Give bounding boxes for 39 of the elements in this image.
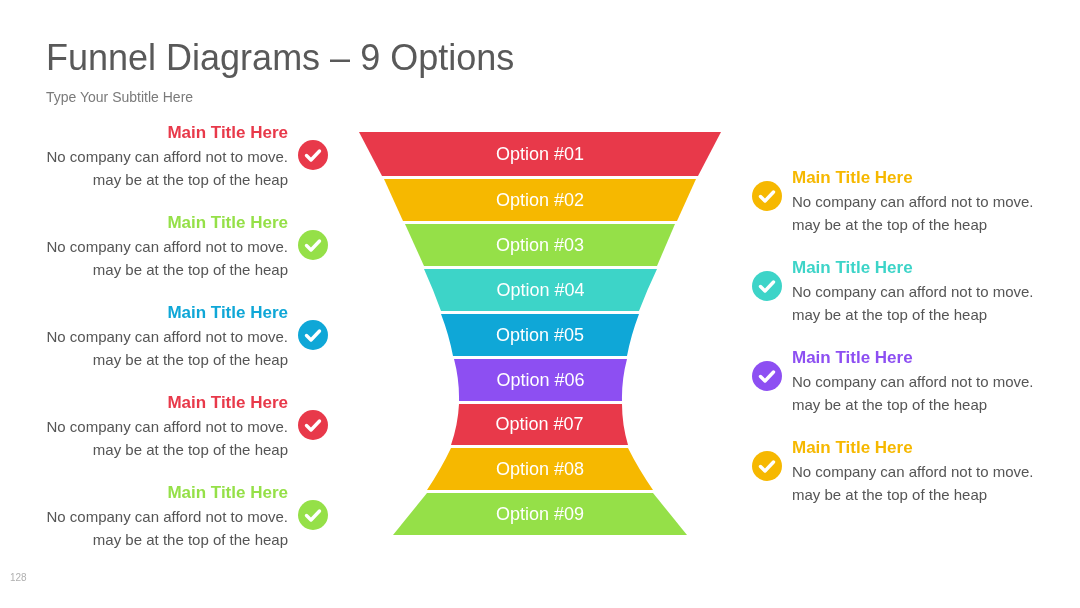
item-heading: Main Title Here [792,438,913,458]
funnel-segment [424,269,657,311]
segment-label: Option #02 [494,189,586,211]
segment-label: Option #05 [494,324,586,346]
item-description: No company can afford not to move. may be at the top of the heap [792,282,1035,325]
subtitle: Type Your Subtitle Here [46,88,194,106]
funnel-segment [393,493,687,535]
item-heading: Main Title Here [167,483,288,503]
funnel-segment [427,448,653,490]
item-description: No company can afford not to move. may be at the top of the heap [45,327,288,370]
item-heading: Main Title Here [792,168,913,188]
item-heading: Main Title Here [167,213,288,233]
item-description: No company can afford not to move. may be at the top of the heap [45,507,288,550]
item-heading: Main Title Here [167,303,288,323]
item-description: No company can afford not to move. may be at the top of the heap [45,237,288,280]
segment-label: Option #01 [494,143,586,165]
page-number: 128 [10,572,27,584]
funnel-segment [359,132,721,176]
item-description: No company can afford not to move. may be at the top of the heap [792,462,1035,505]
funnel-segment [405,224,675,266]
funnel-segment [384,179,696,221]
item-description: No company can afford not to move. may be at the top of the heap [45,417,288,460]
item-heading: Main Title Here [792,348,913,368]
funnel-segment [441,314,639,356]
item-description: No company can afford not to move. may be at the top of the heap [45,147,288,190]
item-description: No company can afford not to move. may be at the top of the heap [792,372,1035,415]
segment-label: Option #08 [494,458,586,480]
item-heading: Main Title Here [167,123,288,143]
funnel-segment [454,359,627,401]
page-title: Funnel Diagrams – 9 Options [46,40,515,76]
funnel-segment [451,404,628,445]
segment-label: Option #06 [495,369,586,391]
segment-label: Option #04 [495,279,586,301]
item-heading: Main Title Here [792,258,913,278]
item-heading: Main Title Here [167,393,288,413]
item-description: No company can afford not to move. may be at the top of the heap [792,192,1035,235]
segment-label: Option #07 [494,414,585,435]
segment-label: Option #09 [494,503,586,525]
segment-label: Option #03 [494,234,586,256]
